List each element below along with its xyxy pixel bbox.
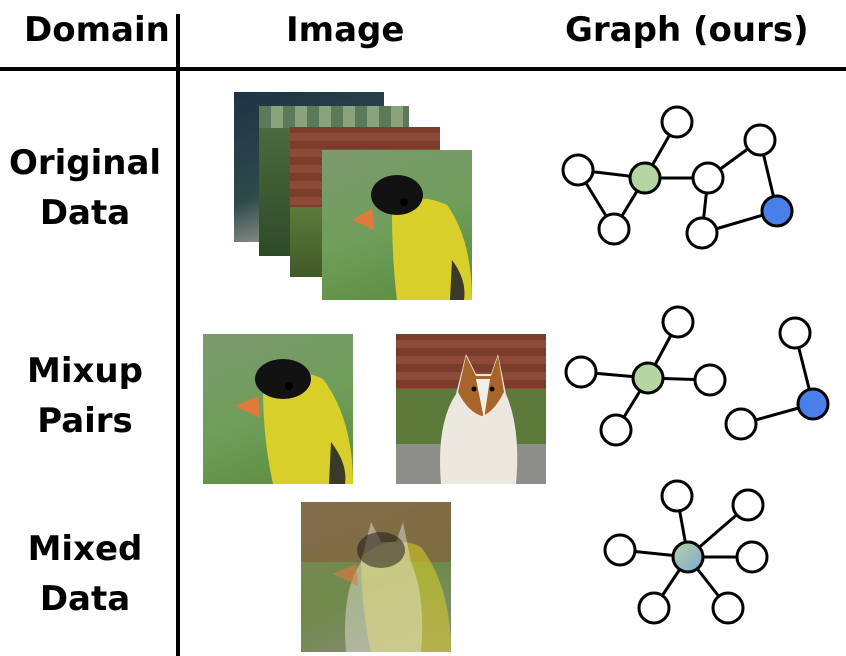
row-label-original-line1: Original	[8, 143, 162, 183]
header-divider	[0, 67, 846, 71]
row-label-original: Original Data	[0, 138, 170, 238]
graph-node	[711, 591, 745, 625]
graph-node	[660, 479, 694, 513]
mixup-bird-image	[203, 334, 353, 484]
graph-node	[724, 407, 758, 441]
graph-node	[731, 488, 765, 522]
graph-node	[597, 212, 631, 246]
graph-node-green	[631, 361, 665, 395]
row-label-mixed-line1: Mixed	[27, 529, 143, 569]
graph-node	[743, 123, 777, 157]
row-label-mixed: Mixed Data	[0, 524, 170, 624]
graph-node	[778, 316, 812, 350]
bird-image	[322, 150, 472, 300]
graph-node-blue	[760, 194, 794, 228]
row-label-mixup-line1: Mixup	[27, 351, 143, 391]
mixup-dog-image	[396, 334, 546, 484]
graph-node	[561, 153, 595, 187]
graph-node	[637, 591, 671, 625]
graph-node	[693, 363, 727, 397]
graph-node	[735, 540, 769, 574]
graph-node	[564, 355, 598, 389]
graph-node-blue	[796, 387, 830, 421]
row-label-mixed-line2: Data	[39, 579, 131, 619]
row-label-original-line2: Data	[39, 193, 131, 233]
header-image: Image	[286, 10, 405, 50]
graph-node	[661, 305, 695, 339]
graph-node	[685, 216, 719, 250]
row-label-mixup-line2: Pairs	[37, 401, 133, 441]
header-graph: Graph (ours)	[565, 10, 809, 50]
graph-node	[603, 533, 637, 567]
graph-node	[691, 161, 725, 195]
column-divider	[176, 14, 180, 656]
graph-node	[660, 105, 694, 139]
graph-node-green	[628, 161, 662, 195]
header-domain: Domain	[24, 10, 170, 50]
mixed-image	[301, 502, 451, 652]
row-label-mixup: Mixup Pairs	[0, 346, 170, 446]
graph-node-mixed	[671, 540, 705, 574]
graph-node	[599, 413, 633, 447]
